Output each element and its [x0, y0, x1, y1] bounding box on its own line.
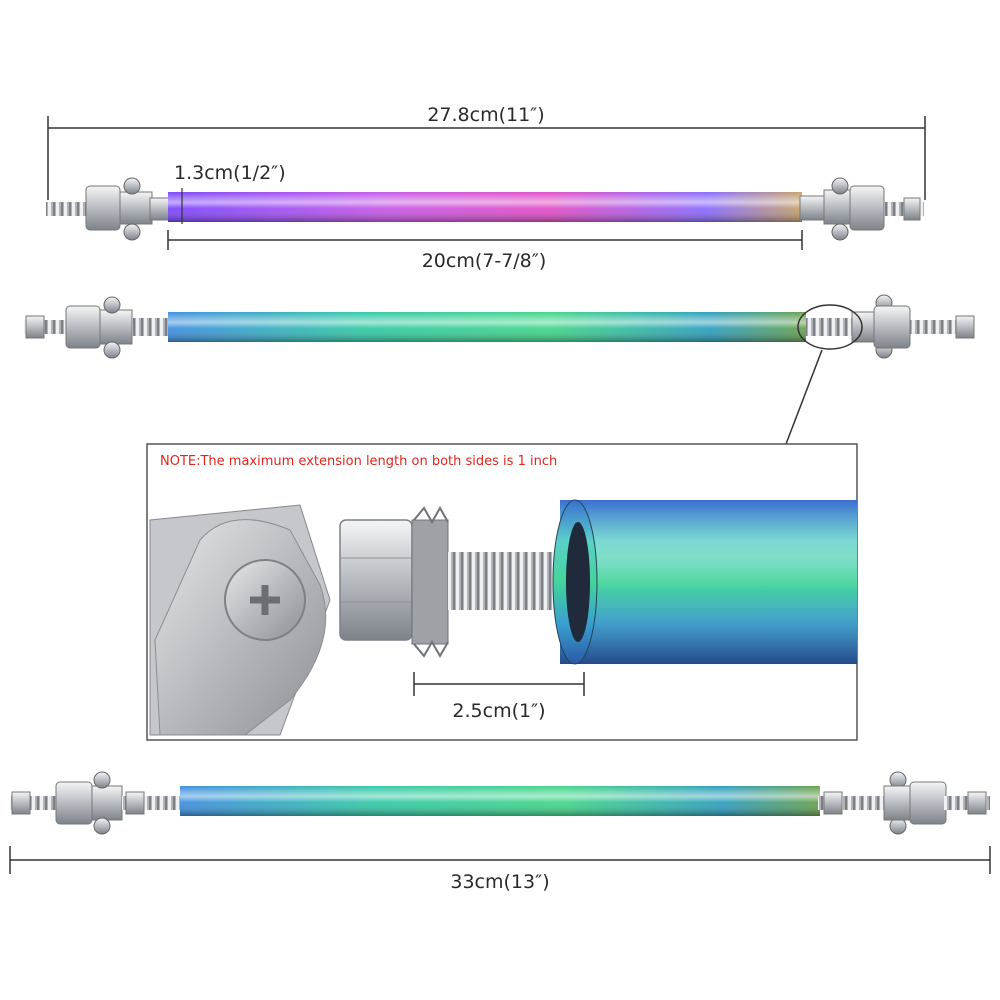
- total-length-label: 27.8cm(11″): [427, 104, 545, 126]
- rod-extended: [10, 771, 990, 835]
- zoom-detail-panel: [146, 443, 858, 741]
- tube-length-label: 20cm(7-7/8″): [421, 250, 547, 272]
- zoom-callout: [785, 304, 863, 445]
- tube-diameter-label: 1.3cm(1/2″): [174, 162, 286, 184]
- rod-chameleon: [24, 294, 975, 359]
- extension-label: 2.5cm(1″): [452, 700, 546, 722]
- dimension-max-length: [9, 846, 991, 874]
- dimension-extension: [413, 672, 585, 696]
- max-length-label: 33cm(13″): [450, 871, 550, 893]
- dimension-tube-length: [167, 230, 803, 250]
- dimension-total-length: [47, 116, 926, 200]
- rod-neochrome: [46, 177, 924, 241]
- extension-note: NOTE:The maximum extension length on bot…: [160, 454, 558, 469]
